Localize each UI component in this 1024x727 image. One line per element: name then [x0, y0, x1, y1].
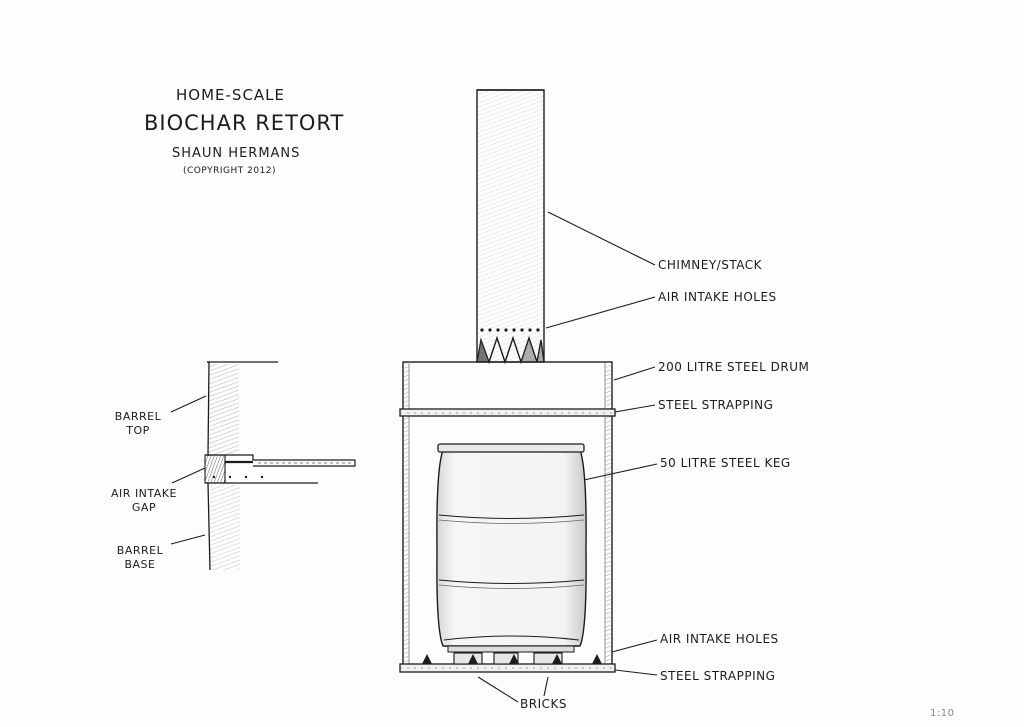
- leader-strapping-bottom: [614, 669, 658, 676]
- leader-strapping-top: [614, 404, 656, 413]
- chimney-notches: [476, 335, 545, 365]
- author-name: SHAUN HERMANS: [172, 146, 301, 161]
- leader-keg: [583, 463, 658, 481]
- bricks: [422, 652, 602, 665]
- chimney-air-holes: [480, 328, 540, 332]
- barrel-joint-detail: [170, 361, 356, 571]
- leader-lines: [477, 211, 658, 703]
- chimney: [476, 89, 545, 365]
- label-air-intake-top: AIR INTAKE HOLES: [658, 290, 777, 304]
- label-strapping-top: STEEL STRAPPING: [658, 398, 774, 412]
- label-air-intake-bottom: AIR INTAKE HOLES: [660, 632, 779, 646]
- label-chimney: CHIMNEY/STACK: [658, 258, 762, 272]
- label-barrel-base-1: BARREL: [116, 544, 164, 557]
- label-barrel-base-2: BASE: [124, 557, 156, 571]
- leader-chimney: [547, 211, 656, 266]
- label-air-gap: AIR INTAKE GAP: [108, 487, 180, 515]
- scale-note: 1:10: [930, 708, 955, 719]
- label-keg: 50 LITRE STEEL KEG: [660, 456, 791, 470]
- label-drum: 200 LITRE STEEL DRUM: [658, 360, 810, 374]
- label-strapping-bottom: STEEL STRAPPING: [660, 669, 776, 683]
- label-air-gap-2: GAP: [131, 500, 157, 514]
- label-barrel-base: BARREL BASE: [112, 544, 168, 572]
- title-home-scale: HOME-SCALE: [176, 86, 286, 104]
- leader-bricks-right: [543, 676, 549, 697]
- label-barrel-top-1: BARREL: [114, 410, 162, 423]
- leader-bricks-left: [477, 676, 519, 703]
- steel-strapping-top: [399, 408, 616, 417]
- copyright-note: (COPYRIGHT 2012): [183, 166, 277, 176]
- label-barrel-top: BARREL TOP: [112, 410, 164, 438]
- label-air-gap-1: AIR INTAKE: [111, 487, 177, 500]
- leader-air-intake-bottom: [611, 639, 658, 653]
- leader-air-intake-top: [545, 296, 656, 329]
- title-biochar-retort: BIOCHAR RETORT: [144, 111, 345, 135]
- label-barrel-top-2: TOP: [126, 423, 150, 437]
- leader-drum: [613, 366, 656, 381]
- label-bricks: BRICKS: [520, 697, 567, 711]
- steel-keg: [436, 443, 587, 653]
